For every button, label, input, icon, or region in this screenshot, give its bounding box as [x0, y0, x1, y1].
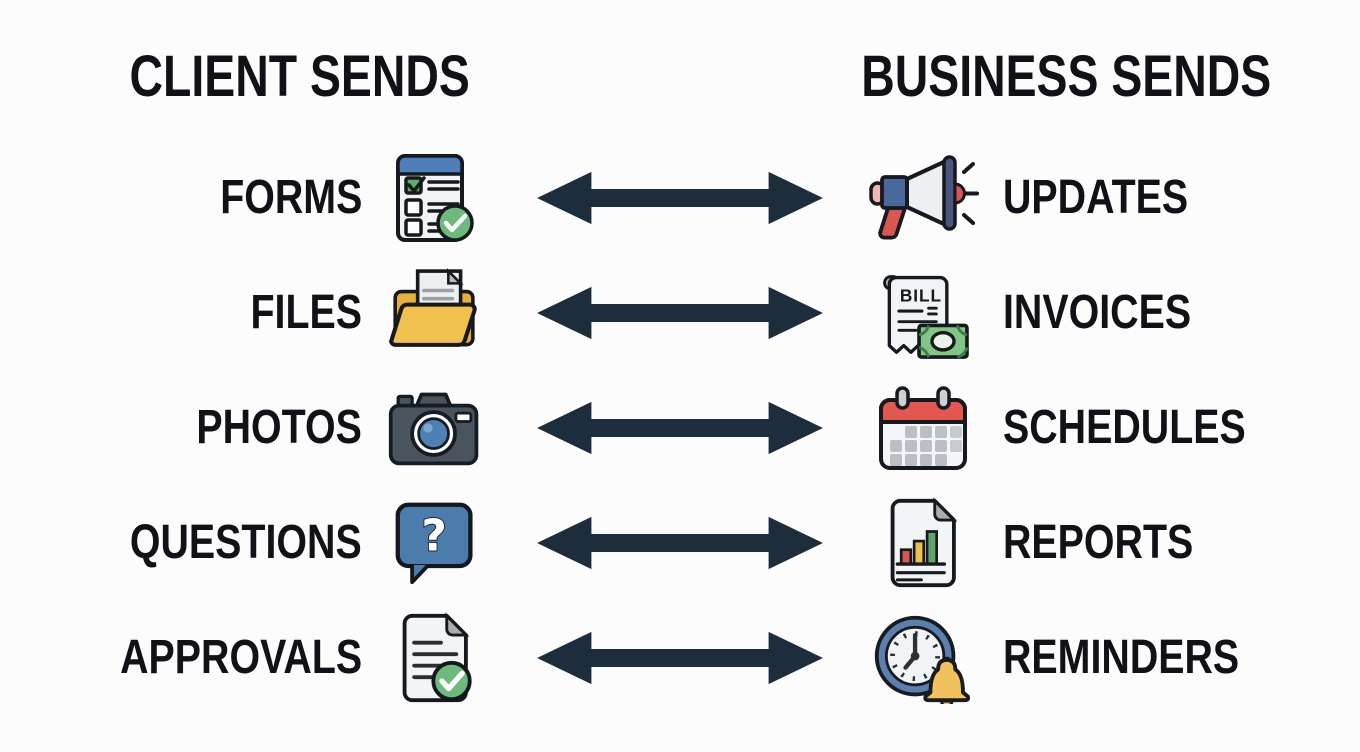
right-column-header-text: BUSINESS SENDS: [861, 43, 1271, 109]
client-label: APPROVALS: [119, 631, 362, 684]
client-label: PHOTOS: [196, 401, 362, 454]
business-label: UPDATES: [1003, 171, 1189, 224]
row-forms-updates: FORMS: [0, 140, 1360, 255]
double-headed-arrow-icon: [537, 401, 823, 454]
question-mark-text: ?: [421, 510, 447, 561]
camera-icon: [389, 392, 479, 465]
calendar-icon: [878, 385, 967, 470]
left-column-header-text: CLIENT SENDS: [129, 43, 471, 109]
question-bubble-icon: ?: [395, 502, 473, 584]
report-chart-icon: [890, 496, 958, 587]
client-label: FILES: [250, 286, 362, 339]
business-label: REPORTS: [1003, 516, 1194, 569]
left-column-header: CLIENT SENDS: [40, 36, 560, 116]
row-photos-schedules: PHOTOS: [0, 370, 1360, 485]
business-label: SCHEDULES: [1003, 401, 1246, 454]
rows-container: FORMS: [0, 140, 1360, 715]
row-files-invoices: FILES: [0, 255, 1360, 370]
form-checklist-icon: [396, 153, 474, 242]
folder-document-icon: [389, 267, 477, 347]
approved-document-icon: [402, 611, 472, 702]
double-headed-arrow-icon: [537, 171, 823, 224]
clock-bell-icon: [874, 615, 970, 704]
double-headed-arrow-icon: [537, 631, 823, 684]
client-label: FORMS: [219, 171, 362, 224]
client-label: QUESTIONS: [130, 516, 362, 569]
bill-text: BILL: [900, 285, 942, 305]
row-questions-reports: QUESTIONS ?: [0, 485, 1360, 600]
double-headed-arrow-icon: [537, 286, 823, 339]
bill-money-icon: BILL: [882, 274, 969, 359]
row-approvals-reminders: APPROVALS: [0, 600, 1360, 715]
business-label: REMINDERS: [1003, 631, 1240, 684]
right-column-header: BUSINESS SENDS: [806, 36, 1326, 116]
megaphone-icon: [868, 154, 979, 239]
double-headed-arrow-icon: [537, 516, 823, 569]
business-label: INVOICES: [1003, 286, 1192, 339]
